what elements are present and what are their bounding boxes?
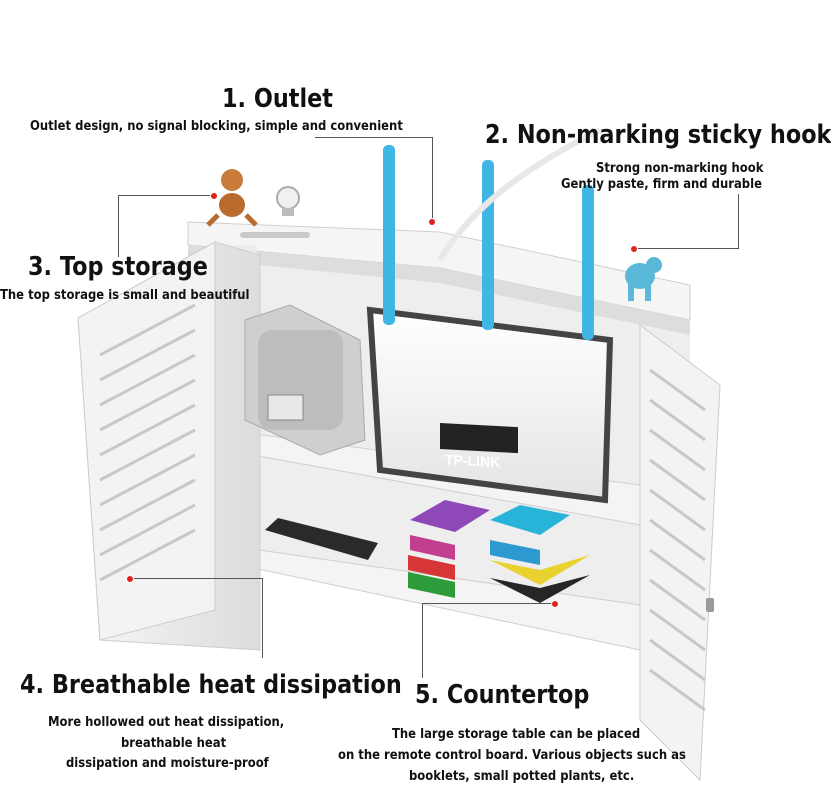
leader-line-outlet-vertical <box>432 137 433 222</box>
left-door <box>77 241 261 651</box>
router: TP-LINK <box>366 306 614 504</box>
feature-desc-heat-line3: dissipation and moisture-proof <box>66 755 269 771</box>
leader-line-heat-vertical <box>262 578 263 658</box>
monkey-figure <box>206 169 258 227</box>
feature-title-heat: 4. Breathable heat dissipation <box>20 670 402 700</box>
antennas <box>383 127 602 340</box>
media-players <box>408 500 590 603</box>
marker-dot-heat <box>126 575 134 583</box>
feature-desc-outlet: Outlet design, no signal blocking, simpl… <box>30 118 403 134</box>
leader-line-hook-vertical <box>738 194 739 249</box>
feature-desc-countertop-line2: on the remote control board. Various obj… <box>338 747 686 763</box>
clock-figure <box>276 186 300 216</box>
leader-line-heat <box>130 578 263 579</box>
feature-desc-hook-line2: Gently paste, firm and durable <box>561 176 762 192</box>
leader-line-top-storage <box>118 195 119 257</box>
feature-title-hook: 2. Non-marking sticky hook <box>485 120 831 150</box>
leader-line-countertop <box>422 603 554 604</box>
feature-title-top-storage: 3. Top storage <box>28 252 208 282</box>
right-door <box>639 324 721 782</box>
feature-desc-countertop-line3: booklets, small potted plants, etc. <box>409 768 635 784</box>
marker-dot-top-storage <box>210 192 218 200</box>
elephant-figure <box>625 257 662 301</box>
product-illustration: TP-LINK <box>77 127 721 782</box>
feature-title-outlet: 1. Outlet <box>222 84 333 114</box>
remote-control <box>265 518 378 560</box>
marker-dot-countertop <box>551 600 559 608</box>
leader-line-top-storage-horizontal <box>118 195 213 196</box>
router-brand-label: TP-LINK <box>445 451 500 470</box>
leader-line-hook <box>636 248 739 249</box>
feature-desc-heat-line1: More hollowed out heat dissipation, <box>48 714 285 730</box>
marker-dot-hook <box>630 245 638 253</box>
leader-line-outlet <box>315 137 433 138</box>
feature-desc-hook-line1: Strong non-marking hook <box>596 160 764 176</box>
leader-line-countertop-vertical <box>422 603 423 678</box>
feature-desc-top-storage: The top storage is small and beautiful <box>0 287 250 303</box>
speaker-device <box>244 304 366 456</box>
marker-dot-outlet <box>428 218 436 226</box>
feature-desc-heat-line2: breathable heat <box>121 735 227 751</box>
feature-title-countertop: 5. Countertop <box>415 680 590 710</box>
feature-desc-countertop-line1: The large storage table can be placed <box>392 726 641 742</box>
